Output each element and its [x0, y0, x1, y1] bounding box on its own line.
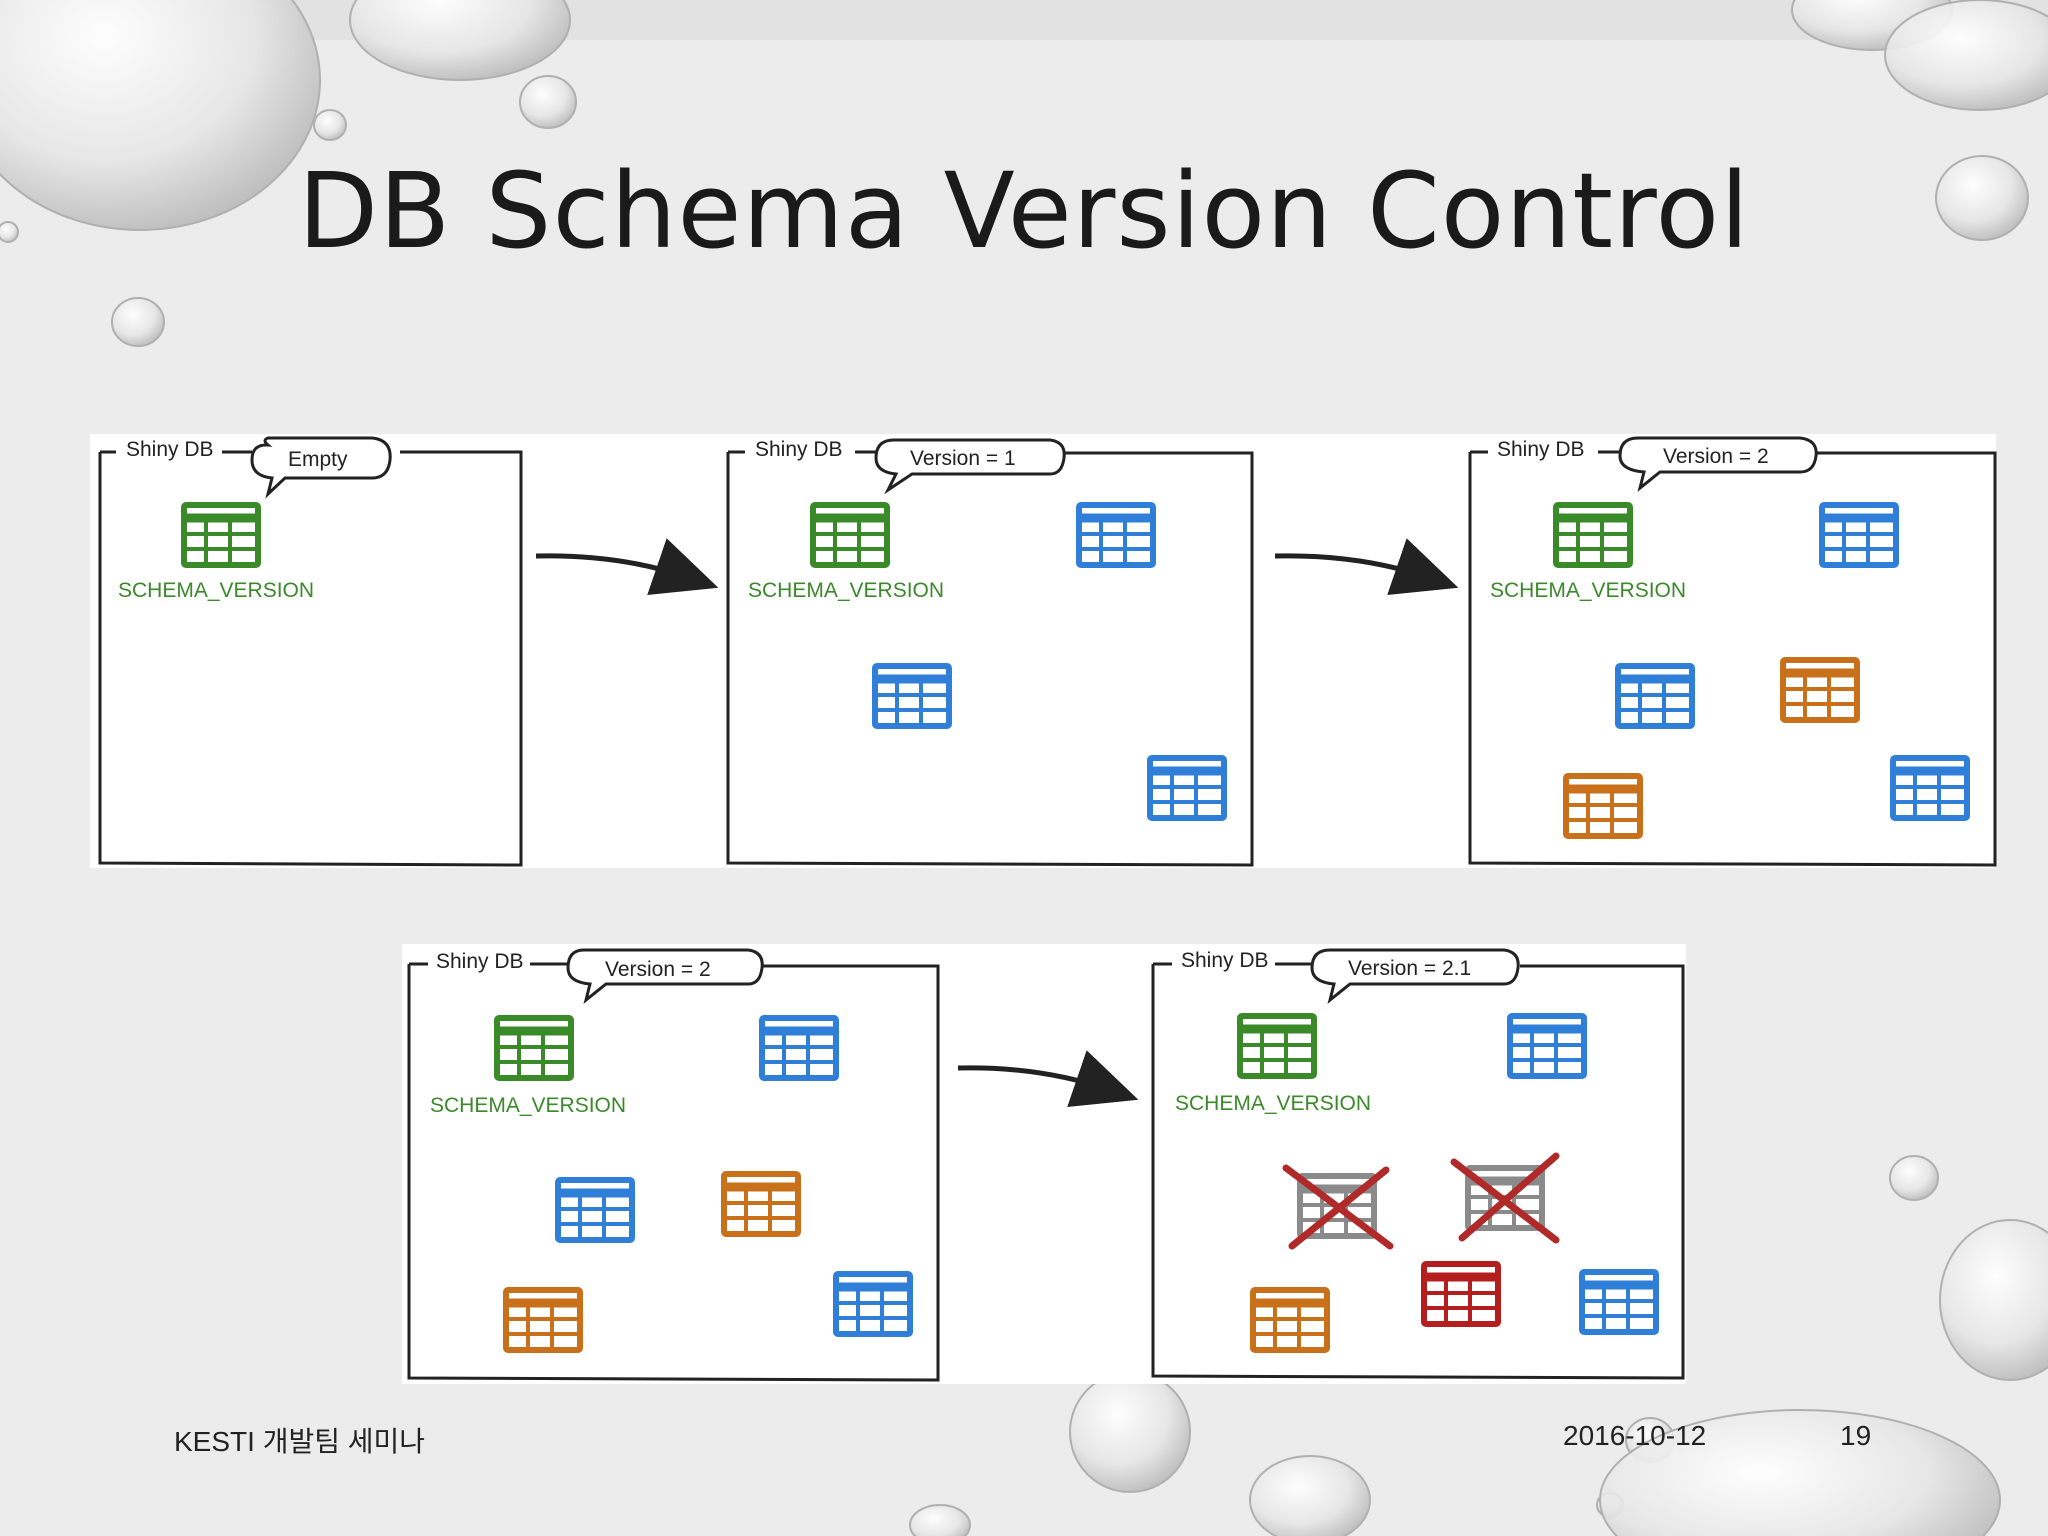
status-bubble [1618, 436, 1818, 492]
footer-seminar-label: KESTI 개발팀 세미나 [174, 1426, 426, 1457]
table-icon-blue [759, 1015, 839, 1081]
table-icon-orange [503, 1287, 583, 1353]
status-bubble [250, 436, 392, 499]
schema-version-label: SCHEMA_VERSION [118, 579, 314, 602]
db-label: Shiny DB [1497, 438, 1585, 461]
db-panel-version-2-before: Shiny DB Version = 2 SCHEMA_VERSION [407, 948, 940, 1382]
footer-date: 2016-10-12 [1563, 1420, 1707, 1451]
table-icon-blue [1507, 1013, 1587, 1079]
status-label: Version = 1 [910, 447, 1016, 470]
db-label: Shiny DB [126, 438, 214, 461]
status-label: Version = 2 [1663, 445, 1769, 468]
status-label: Version = 2 [605, 958, 711, 981]
table-icon-orange [721, 1171, 801, 1237]
db-panel-empty: Shiny DB Empty SCHEMA_VERSION [98, 436, 523, 867]
table-icon-blue [1147, 755, 1227, 821]
schema-version-table-icon [1237, 1013, 1317, 1079]
table-icon-blue [1076, 502, 1156, 568]
status-bubble [1310, 948, 1520, 1004]
status-bubble [874, 438, 1066, 495]
schema-version-label: SCHEMA_VERSION [430, 1094, 626, 1117]
diagram-top-row-background [90, 434, 1996, 868]
db-label: Shiny DB [436, 950, 524, 973]
table-icon-blue [872, 663, 952, 729]
slide-title: DB Schema Version Control [297, 150, 1751, 272]
schema-version-table-icon [494, 1015, 574, 1081]
schema-version-table-icon [810, 502, 890, 568]
page-number: 19 [1840, 1420, 1872, 1451]
table-icon-orange [1780, 657, 1860, 723]
transition-arrow [1274, 538, 1459, 596]
status-label: Version = 2.1 [1348, 957, 1471, 980]
table-icon-blue [833, 1271, 913, 1337]
table-icon-orange [1250, 1287, 1330, 1353]
table-icon-orange [1563, 773, 1643, 839]
db-label: Shiny DB [755, 438, 843, 461]
db-label: Shiny DB [1181, 949, 1269, 972]
db-panel-version-2-1: Shiny DB Version = 2.1 SCHEMA_VERSION [1151, 948, 1685, 1380]
transition-arrow [535, 538, 719, 596]
table-icon-blue [1579, 1269, 1659, 1335]
transition-arrow [957, 1050, 1139, 1108]
status-label: Empty [288, 448, 348, 471]
schema-version-label: SCHEMA_VERSION [1175, 1092, 1371, 1115]
schema-version-table-icon [1553, 502, 1633, 568]
removed-table-icon [1282, 1164, 1394, 1250]
table-icon-blue [555, 1177, 635, 1243]
db-panel-version-2: Shiny DB Version = 2 SCHEMA_VERSION [1468, 436, 1997, 867]
table-icon-blue [1890, 755, 1970, 821]
status-bubble [566, 948, 764, 1004]
db-panel-version-1: Shiny DB Version = 1 SCHEMA_VERSION [726, 438, 1254, 867]
schema-version-label: SCHEMA_VERSION [1490, 579, 1686, 602]
table-icon-red [1421, 1261, 1501, 1327]
removed-table-icon [1450, 1152, 1560, 1244]
table-icon-blue [1819, 502, 1899, 568]
schema-version-table-icon [181, 502, 261, 568]
table-icon-blue [1615, 663, 1695, 729]
schema-version-label: SCHEMA_VERSION [748, 579, 944, 602]
